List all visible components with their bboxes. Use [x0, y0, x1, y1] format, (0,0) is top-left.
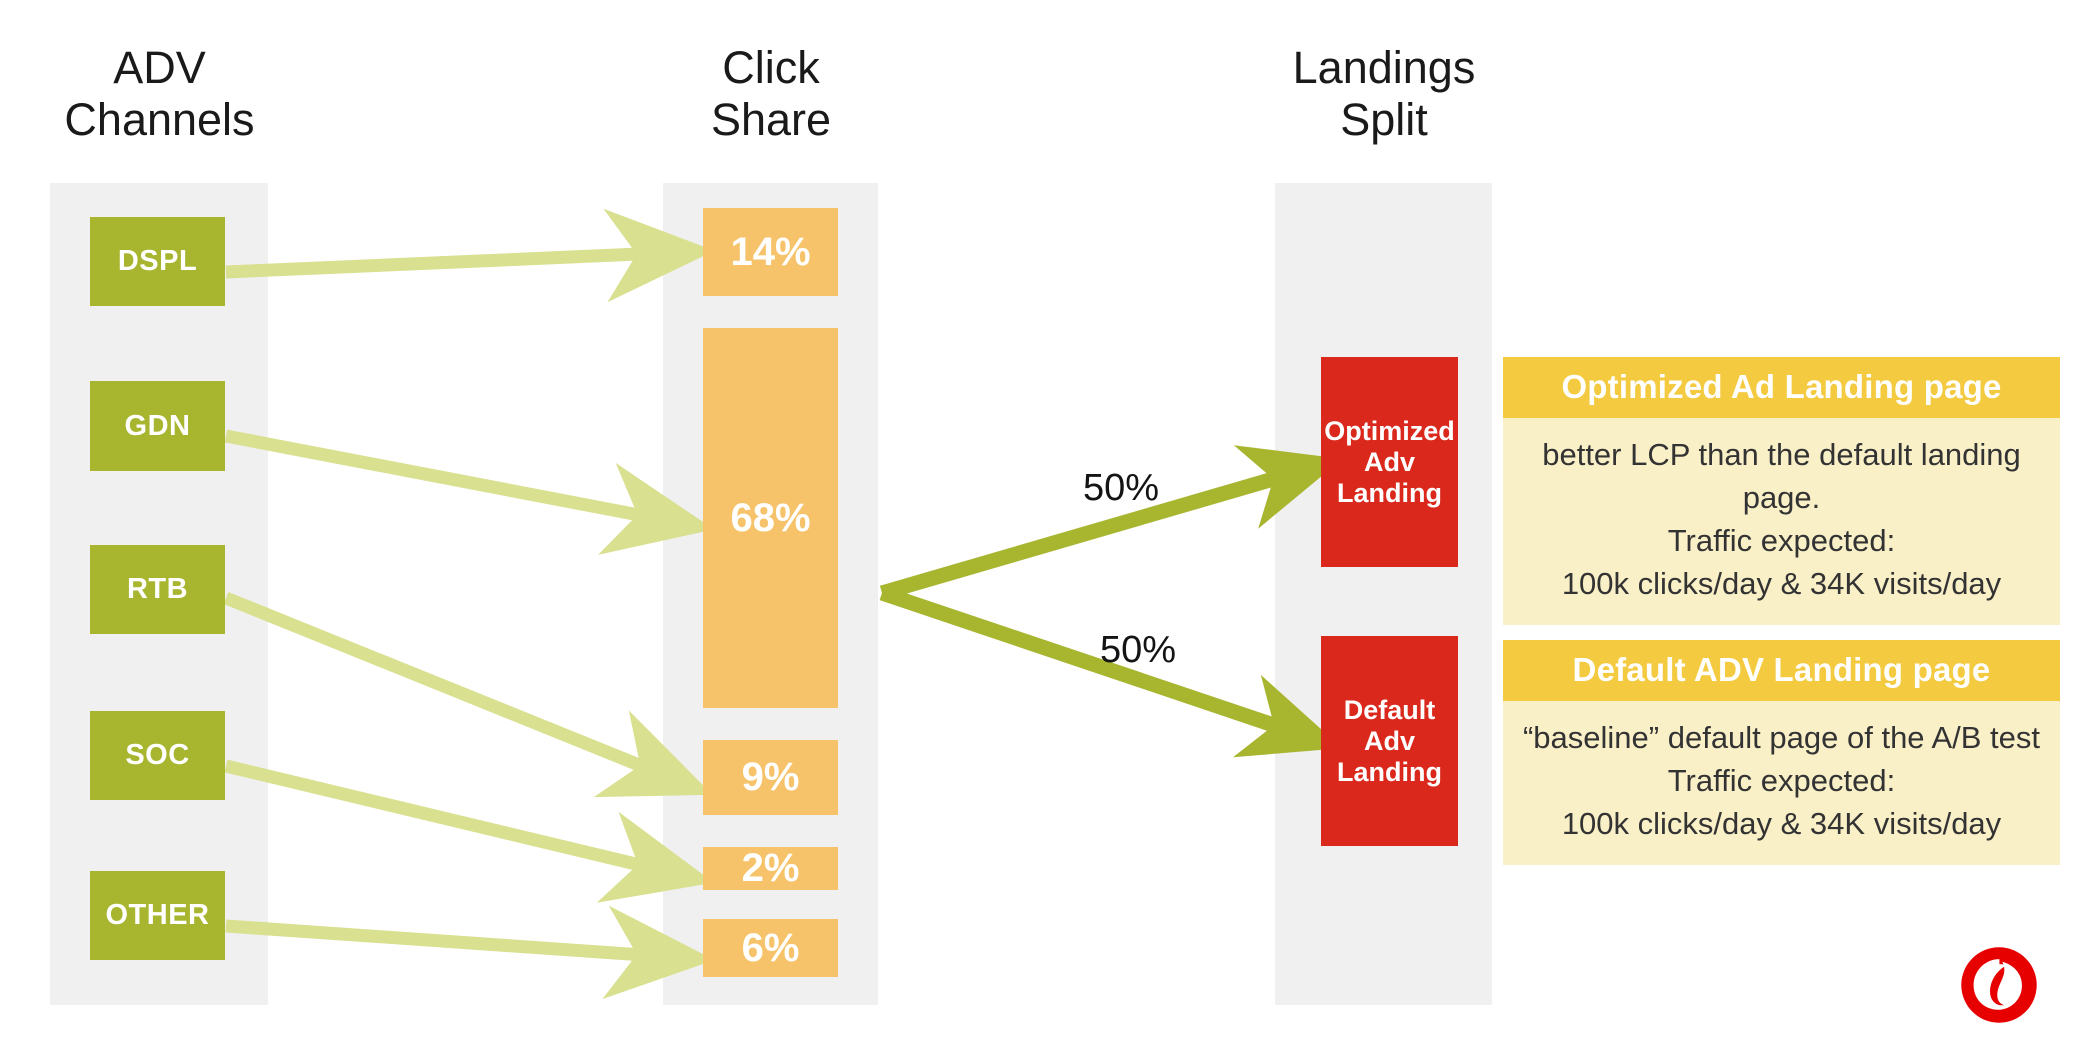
arrow-soc-to-2 [224, 759, 714, 903]
arrow-rtb-to-9 [223, 591, 713, 798]
channel-box-other[interactable]: OTHER [90, 871, 225, 960]
click-share-bar-6[interactable]: 6% [703, 919, 838, 977]
info-card-default-title: Default ADV Landing page [1503, 640, 2060, 701]
landings-split-header: Landings Split [1292, 42, 1476, 145]
click-share-bar-14[interactable]: 14% [703, 208, 838, 296]
vodafone-logo [1961, 947, 2037, 1023]
arrow-split-to-default [879, 585, 1343, 758]
split-label-top: 50% [1083, 467, 1160, 509]
arrow-gdn-to-68 [224, 429, 715, 555]
click-share-bar-2[interactable]: 2% [703, 846, 838, 890]
split-label-bottom: 50% [1100, 629, 1177, 671]
arrow-dspl-to-14 [225, 208, 715, 303]
click-share-bar-9[interactable]: 9% [703, 740, 838, 815]
channel-box-dspl[interactable]: DSPL [90, 217, 225, 306]
click-share-header: Click Share [710, 42, 832, 145]
info-card-optimized-body: better LCP than the default landing page… [1503, 418, 2060, 625]
channel-box-rtb[interactable]: RTB [90, 545, 225, 634]
info-card-default: Default ADV Landing page “baseline” defa… [1503, 640, 2060, 865]
landing-box-default[interactable]: Default Adv Landing [1321, 636, 1458, 846]
adv-channels-header: ADV Channels [64, 42, 255, 145]
channel-box-gdn[interactable]: GDN [90, 381, 225, 471]
info-card-optimized: Optimized Ad Landing page better LCP tha… [1503, 357, 2060, 625]
landing-box-optimized[interactable]: Optimized Adv Landing [1321, 357, 1458, 567]
click-share-bar-68[interactable]: 68% [703, 328, 838, 708]
arrow-other-to-6 [225, 905, 715, 1000]
info-card-default-body: “baseline” default page of the A/B test … [1503, 701, 2060, 865]
info-card-optimized-title: Optimized Ad Landing page [1503, 357, 2060, 418]
landings-split-column-background [1275, 183, 1492, 1005]
channel-box-soc[interactable]: SOC [90, 711, 225, 800]
arrow-split-to-optimized [879, 445, 1343, 601]
